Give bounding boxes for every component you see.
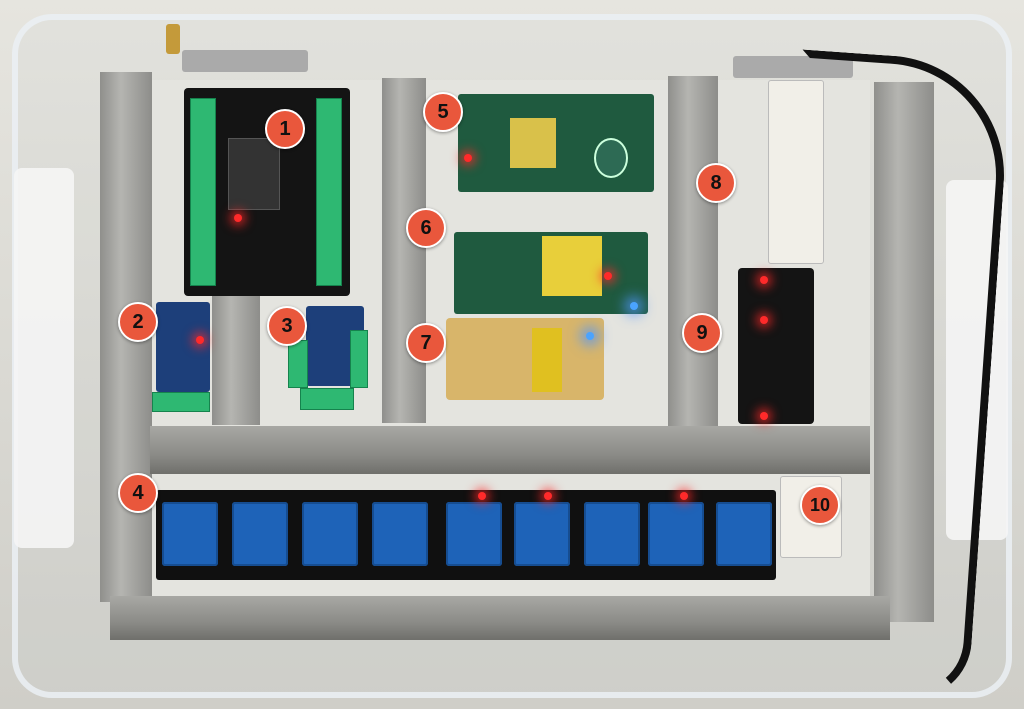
current-sensor-stack <box>738 268 814 424</box>
terminal-block <box>300 388 354 410</box>
label-badge-2: 2 <box>118 302 158 342</box>
status-led <box>604 272 612 280</box>
relay-3 <box>302 502 358 566</box>
label-badge-10: 10 <box>800 485 840 525</box>
status-led <box>760 316 768 324</box>
status-led <box>760 412 768 420</box>
capacitor <box>594 138 628 178</box>
mounting-bracket <box>733 56 853 78</box>
relay-led <box>478 492 486 500</box>
label-badge-4: 4 <box>118 473 158 513</box>
relay-8 <box>648 502 704 566</box>
label-badge-9: 9 <box>682 313 722 353</box>
left-latch <box>14 168 74 548</box>
pzem-energy-meter <box>454 232 648 314</box>
terminal-block <box>350 330 368 388</box>
relay-component <box>542 236 602 296</box>
horizontal-wire-duct <box>150 426 870 474</box>
relay-led <box>680 492 688 500</box>
rtc-module <box>156 302 210 392</box>
terminal-block <box>316 98 342 286</box>
relay-2 <box>232 502 288 566</box>
status-led <box>760 276 768 284</box>
right-latch <box>946 180 1008 540</box>
label-badge-7: 7 <box>406 323 446 363</box>
status-led <box>234 214 242 222</box>
status-led <box>586 332 594 340</box>
transformer <box>510 118 556 168</box>
relay-9 <box>716 502 772 566</box>
antenna-connector <box>166 24 180 54</box>
esp32-board <box>184 88 350 296</box>
far-right-wire-duct <box>874 82 934 622</box>
relay-led <box>544 492 552 500</box>
terminal-block <box>190 98 216 286</box>
relay-4 <box>372 502 428 566</box>
center-wire-duct <box>382 78 426 423</box>
mounting-bracket <box>182 50 308 72</box>
status-led <box>196 336 204 344</box>
relay-5 <box>446 502 502 566</box>
right-wire-duct <box>668 76 718 426</box>
power-supply-board <box>458 94 654 192</box>
label-badge-8: 8 <box>696 163 736 203</box>
small-wire-duct <box>212 290 260 425</box>
power-led <box>464 154 472 162</box>
relay-bank <box>156 484 776 584</box>
wire-connector-strip <box>768 80 824 264</box>
label-badge-6: 6 <box>406 208 446 248</box>
terminal-block <box>152 392 210 412</box>
relay-7 <box>584 502 640 566</box>
inductor <box>532 328 562 392</box>
label-badge-1: 1 <box>265 109 305 149</box>
status-led <box>630 302 638 310</box>
label-badge-5: 5 <box>423 92 463 132</box>
step-down-converter <box>446 318 604 400</box>
bottom-wire-duct <box>110 596 890 640</box>
main-power-cable <box>757 49 1013 703</box>
esp32-module <box>228 138 280 210</box>
terminal-block <box>288 340 308 388</box>
relay-1 <box>162 502 218 566</box>
relay-6 <box>514 502 570 566</box>
label-badge-3: 3 <box>267 306 307 346</box>
